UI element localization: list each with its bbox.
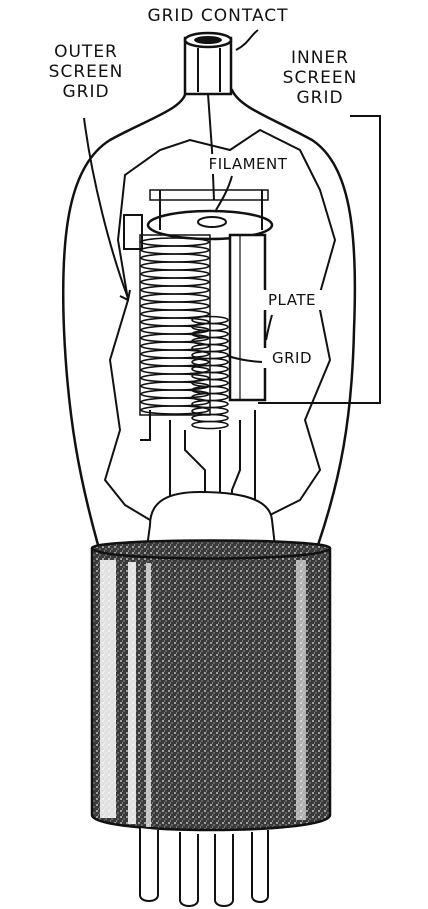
cap-lead-wire [207,93,215,201]
cutaway-edge [103,128,337,522]
outer-screen-grid-label: OUTER SCREEN GRID [36,42,136,102]
outer-screen-grid-frame [139,234,211,416]
outer-coil-winding [140,253,210,263]
outer-coil-winding [140,261,210,271]
plate-leader [265,314,273,341]
outer-coil-winding [140,285,210,295]
grid-contact-leader [235,29,259,51]
outer-screen-grid-line-1: OUTER [54,42,118,62]
grid-coil-winding [191,420,229,430]
base-pins [139,828,269,907]
top-disc [123,189,274,250]
grid-contact-label: GRID CONTACT [147,6,289,26]
grid-label: GRID [262,348,322,368]
control-grid-coil [191,315,229,430]
outer-coil-winding [140,269,210,279]
inner-screen-grid-line-2: SCREEN [282,68,358,88]
outer-coil-winding [140,237,210,247]
tube-base [90,539,332,832]
grid-contact-cap [183,31,233,96]
inner-screen-grid-line-1: INNER [290,48,349,68]
filament-leader [215,175,233,211]
plate-cylinder [228,233,267,402]
outer-coil-winding [140,293,210,303]
outer-coil-winding [140,301,210,311]
filament-label: FILAMENT [198,154,298,174]
inner-screen-grid-label: INNER SCREEN GRID [270,48,370,108]
inner-screen-grid-leader [258,115,381,404]
outer-screen-grid-coil [140,237,210,415]
outer-screen-grid-line-2: SCREEN [48,62,124,82]
outer-screen-grid-leader [83,117,129,299]
outer-screen-grid-line-3: GRID [62,82,110,102]
outer-coil-winding [140,405,210,415]
inner-screen-grid-line-3: GRID [296,88,344,108]
outer-coil-winding [140,277,210,287]
plate-label: PLATE [262,290,322,310]
outer-coil-winding [140,245,210,255]
glass-stem [144,490,278,556]
